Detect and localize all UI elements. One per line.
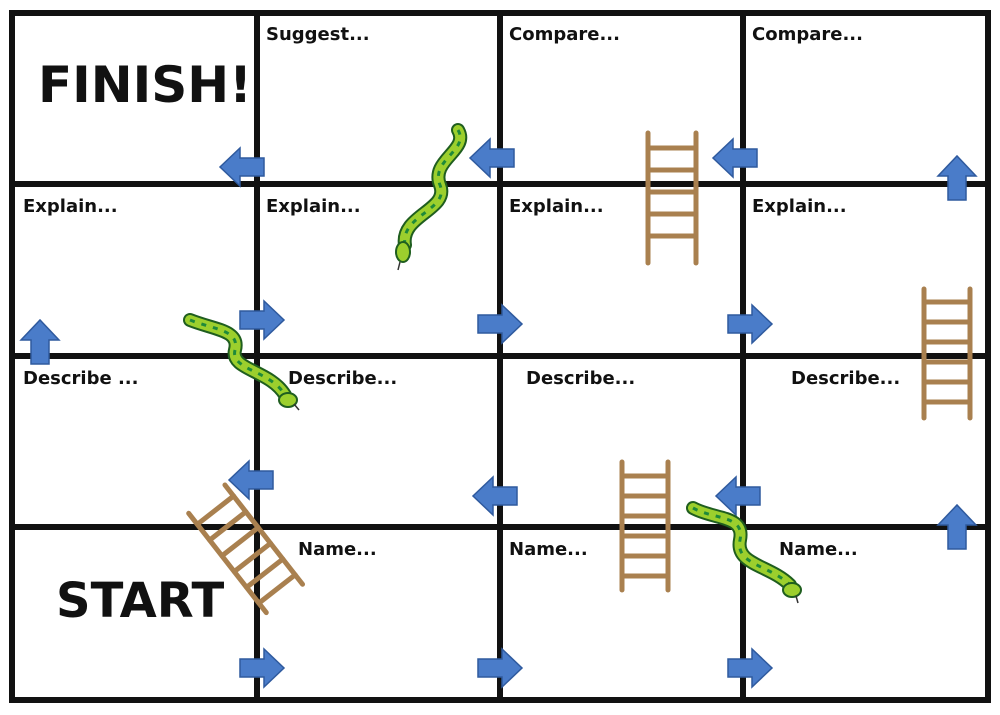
start-label: START [56,573,225,629]
arrow-icon [239,648,285,688]
cell-label-describe-4: Describe... [791,368,901,389]
ladder-icon [619,459,671,593]
cell-label-suggest: Suggest... [266,24,370,45]
arrow-icon [219,147,265,187]
ladder-icon [921,286,973,421]
arrow-icon [477,648,523,688]
arrow-icon [727,304,773,344]
arrow-icon [715,476,761,516]
cell-label-describe-3: Describe... [526,368,636,389]
arrow-icon [937,504,977,550]
ladder-icon [645,130,699,266]
arrow-icon [239,300,285,340]
arrow-icon [20,319,60,365]
cell-label-explain-1: Explain... [23,196,118,217]
snake-icon [686,501,802,604]
cell-label-name-1: Name... [298,539,377,560]
cell-label-explain-3: Explain... [509,196,604,217]
cell-label-describe-1: Describe ... [23,368,139,389]
cell-label-compare-2: Compare... [752,24,863,45]
arrow-icon [712,138,758,178]
cell-label-explain-2: Explain... [266,196,361,217]
cell-label-compare-1: Compare... [509,24,620,45]
arrow-icon [937,155,977,201]
arrow-icon [228,460,274,500]
arrow-icon [477,304,523,344]
cell-label-name-3: Name... [779,539,858,560]
cell-label-name-2: Name... [509,539,588,560]
ladder-icon [186,482,306,616]
arrow-icon [472,476,518,516]
snake-icon [183,313,300,411]
arrow-icon [469,138,515,178]
cell-label-describe-2: Describe... [288,368,398,389]
cell-label-explain-4: Explain... [752,196,847,217]
snake-icon [395,123,468,271]
arrow-icon [727,648,773,688]
finish-label: FINISH! [38,56,252,114]
